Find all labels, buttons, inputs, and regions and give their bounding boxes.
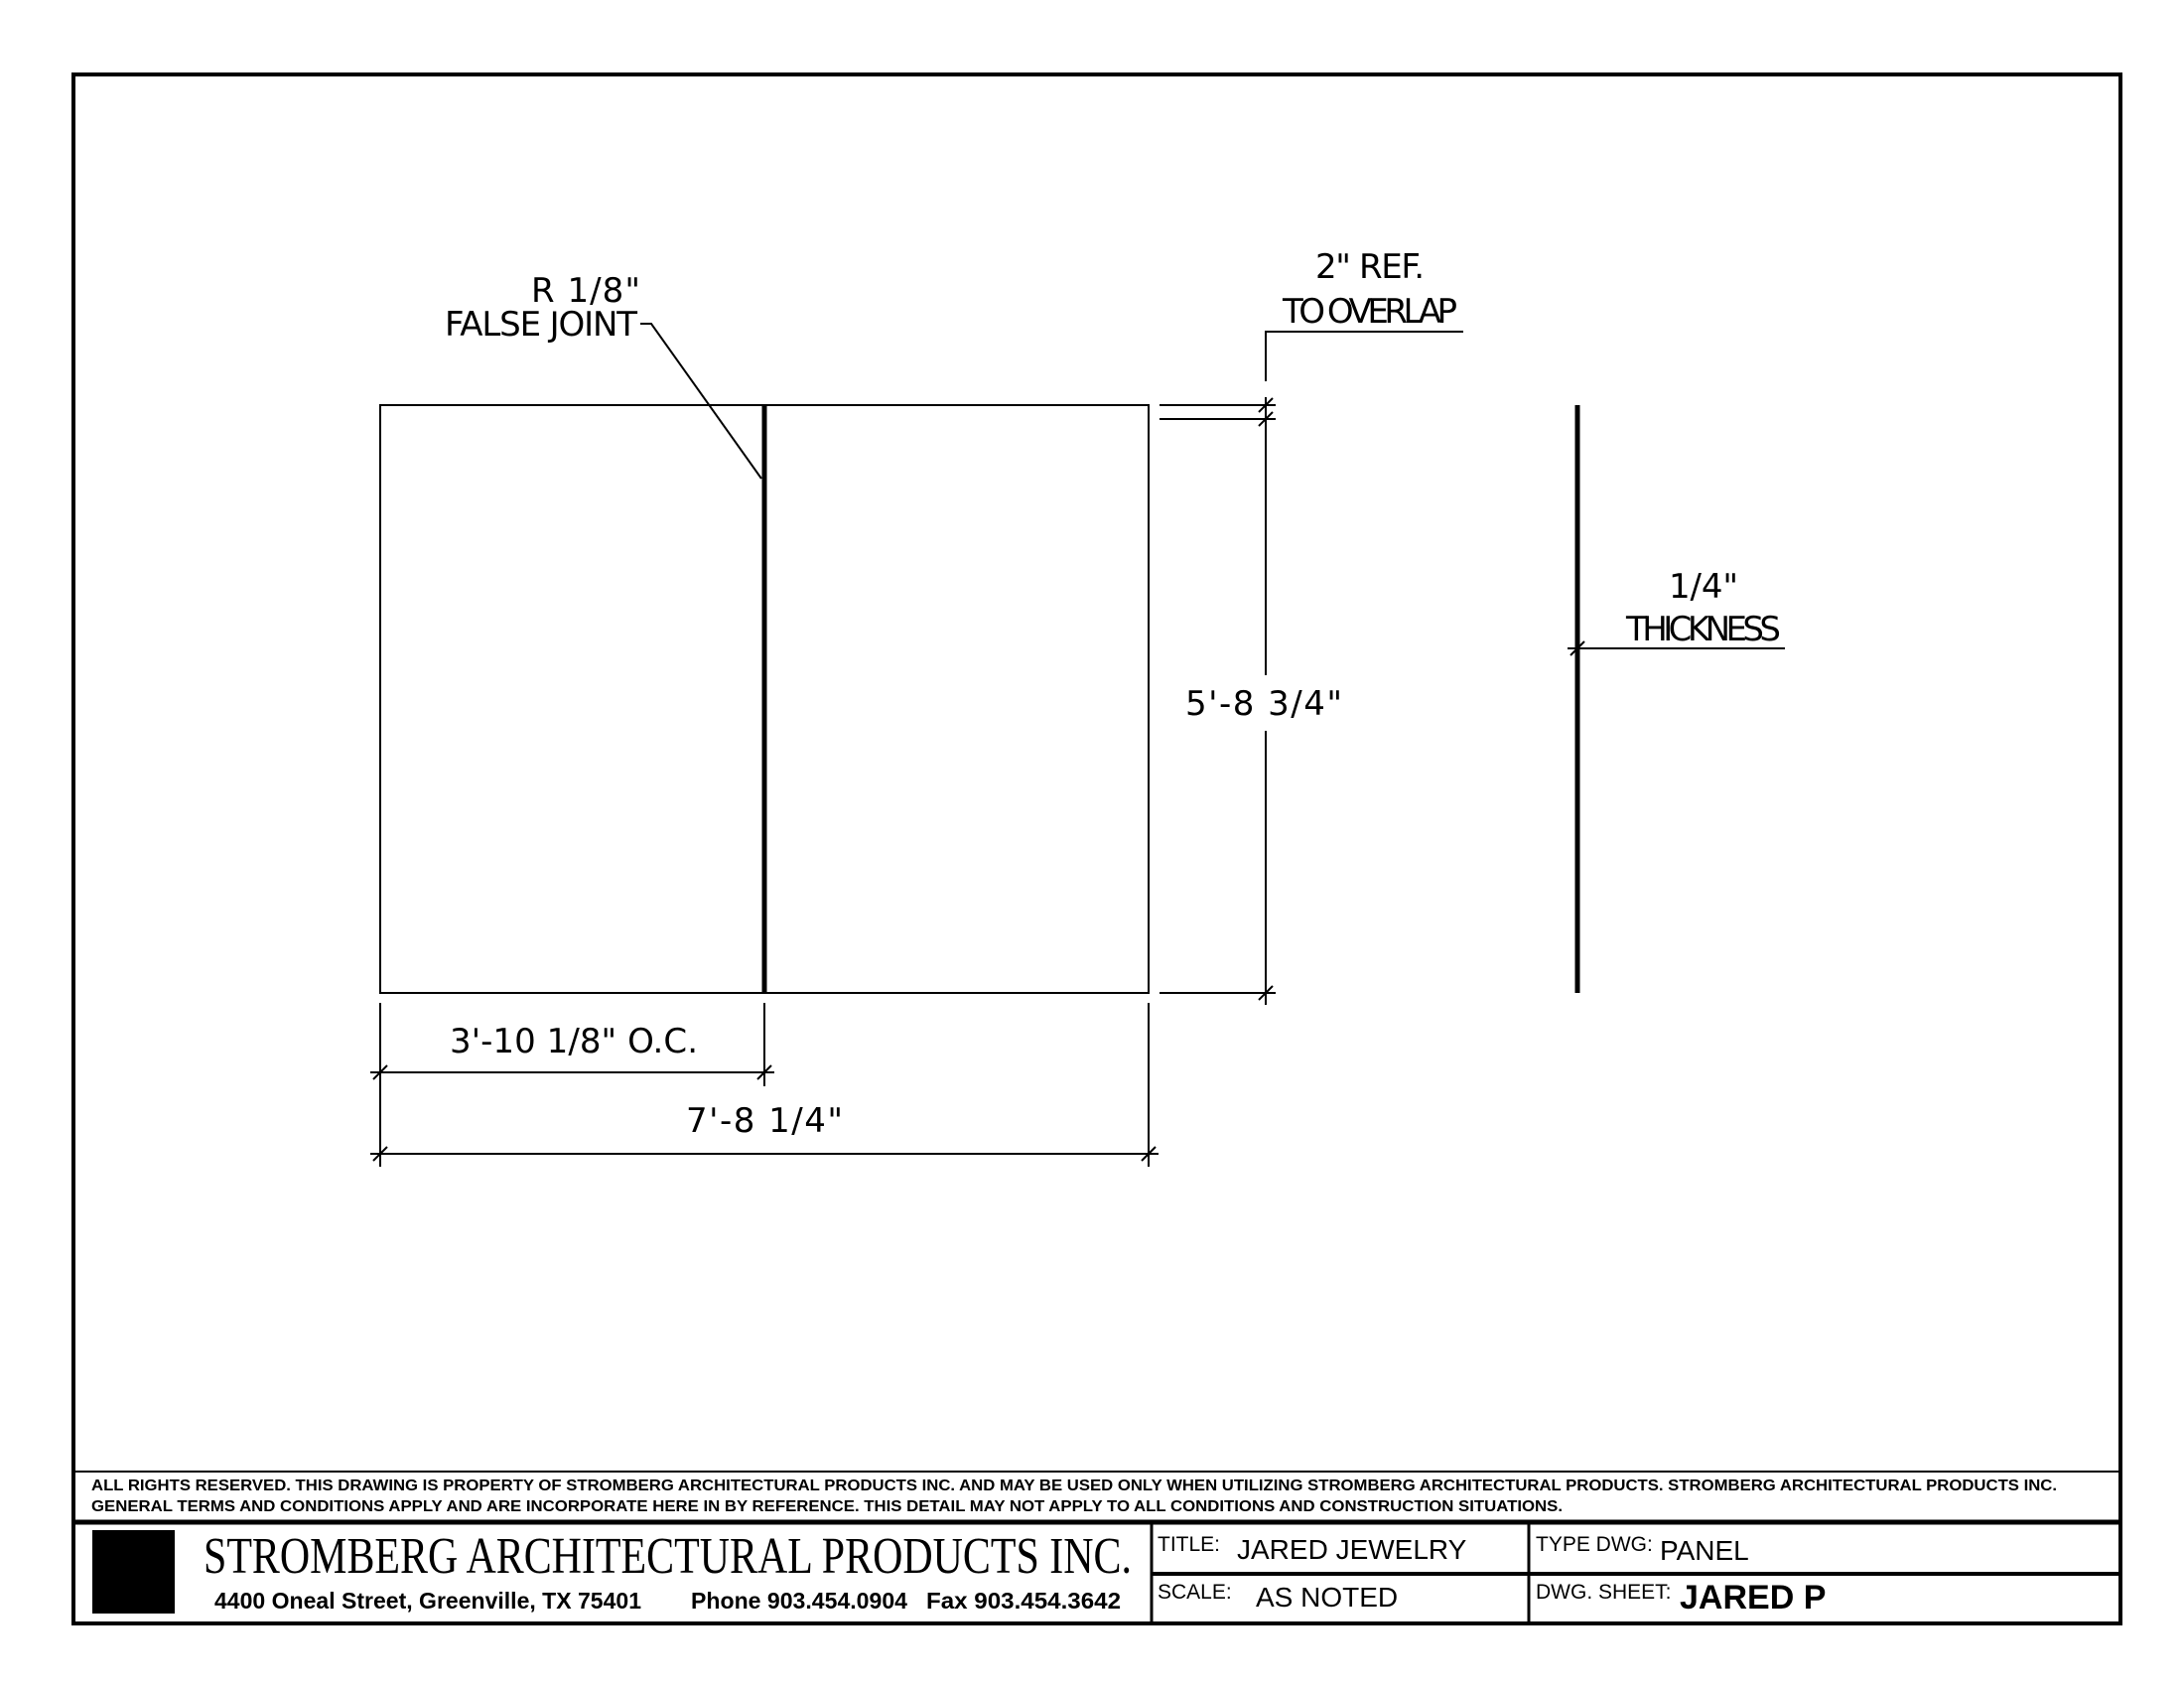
notes-line-2: GENERAL TERMS AND CONDITIONS APPLY AND A… [91, 1498, 1563, 1515]
overlap-label: TO OVERLAP [1282, 292, 1457, 332]
overlap-ref: 2" REF. [1315, 247, 1425, 287]
company-name: STROMBERG ARCHITECTURAL PRODUCTS INC. [204, 1528, 1132, 1585]
thickness-dim: 1/4" [1669, 567, 1738, 607]
company-fax: Fax 903.454.3642 [926, 1588, 1121, 1614]
dwg-sheet-value: JARED P [1680, 1579, 1826, 1617]
type-dwg-label: TYPE DWG: [1536, 1533, 1653, 1556]
scale-label: SCALE: [1158, 1581, 1232, 1604]
type-dwg-value: PANEL [1660, 1535, 1749, 1566]
title-block: STROMBERG ARCHITECTURAL PRODUCTS INC. 44… [73, 1519, 2120, 1623]
overlap-dimension: 2" REF. TO OVERLAP [1160, 247, 1463, 420]
title-label: TITLE: [1158, 1533, 1220, 1556]
false-joint-radius: R 1/8" [531, 271, 640, 311]
dwg-sheet-label: DWG. SHEET: [1536, 1581, 1672, 1604]
false-joint-callout: R 1/8" FALSE JOINT [445, 271, 762, 480]
width-dim: 7'-8 1/4" [686, 1101, 843, 1141]
leader-line [640, 323, 762, 480]
joint-oc-dim: 3'-10 1/8" O.C. [450, 1022, 698, 1061]
height-dim: 5'-8 3/4" [1185, 684, 1342, 724]
panel-elevation [379, 404, 1150, 994]
company-address: 4400 Oneal Street, Greenville, TX 75401 [214, 1588, 641, 1614]
legal-notes: ALL RIGHTS RESERVED. THIS DRAWING IS PRO… [73, 1471, 2120, 1515]
company-logo [92, 1530, 175, 1614]
scale-value: AS NOTED [1256, 1582, 1398, 1613]
height-dimension: 5'-8 3/4" [1160, 397, 1342, 1005]
title-value: JARED JEWELRY [1237, 1534, 1467, 1565]
thickness-label: THICKNESS [1625, 610, 1781, 649]
notes-line-1: ALL RIGHTS RESERVED. THIS DRAWING IS PRO… [91, 1477, 2057, 1494]
company-phone: Phone 903.454.0904 [691, 1588, 907, 1614]
sheet-border [71, 72, 2122, 1625]
false-joint-label: FALSE JOINT [445, 305, 637, 345]
side-profile: 1/4" THICKNESS [1568, 405, 1785, 993]
width-dimensions: 3'-10 1/8" O.C. 7'-8 1/4" [370, 1003, 1159, 1167]
